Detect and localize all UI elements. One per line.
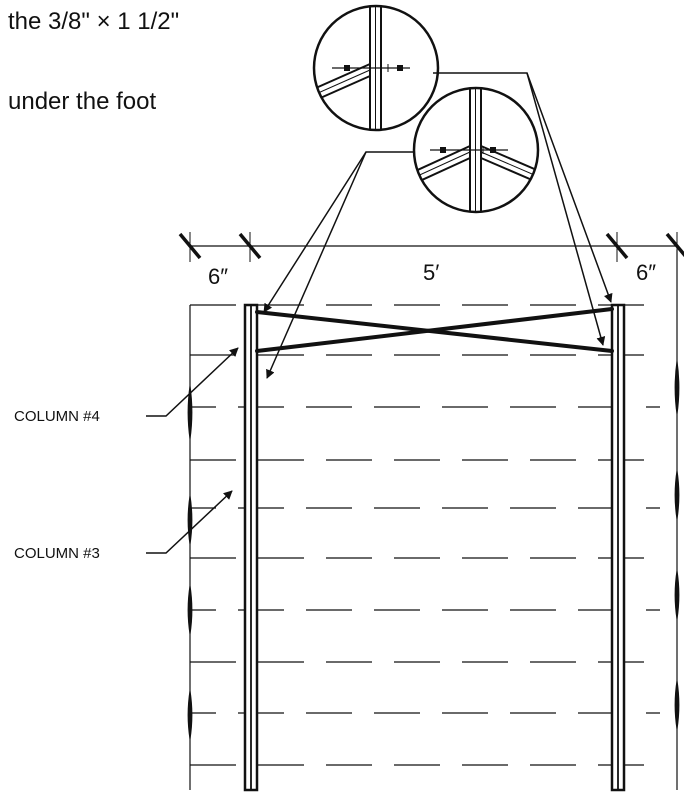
caption-line-2: under the foot — [8, 88, 157, 115]
dashed-grid — [190, 304, 660, 766]
dimension-left: 6″ — [208, 264, 228, 289]
bolt-dot — [490, 147, 496, 153]
leader-column-3 — [146, 490, 233, 554]
dimension-middle: 5′ — [423, 260, 439, 285]
caption-line-1: the 3/8" × 1 1/2" — [8, 8, 180, 35]
bolt-dot — [344, 65, 350, 71]
left-column-post — [243, 303, 259, 792]
dimension-line — [178, 232, 684, 262]
right-column-post — [610, 303, 626, 792]
label-column-4: COLUMN #4 — [14, 408, 100, 425]
bolt-dot — [440, 147, 446, 153]
bolt-dot — [397, 65, 403, 71]
dimension-right: 6″ — [636, 260, 656, 285]
right-guide-line — [674, 250, 680, 790]
detail-leaders — [263, 72, 613, 379]
label-column-3: COLUMN #3 — [14, 545, 100, 562]
detail-circle-a — [312, 4, 440, 132]
cross-brace — [255, 307, 614, 353]
detail-circle-b — [412, 86, 540, 214]
left-guide-line — [187, 305, 193, 790]
leader-column-4 — [146, 347, 239, 417]
